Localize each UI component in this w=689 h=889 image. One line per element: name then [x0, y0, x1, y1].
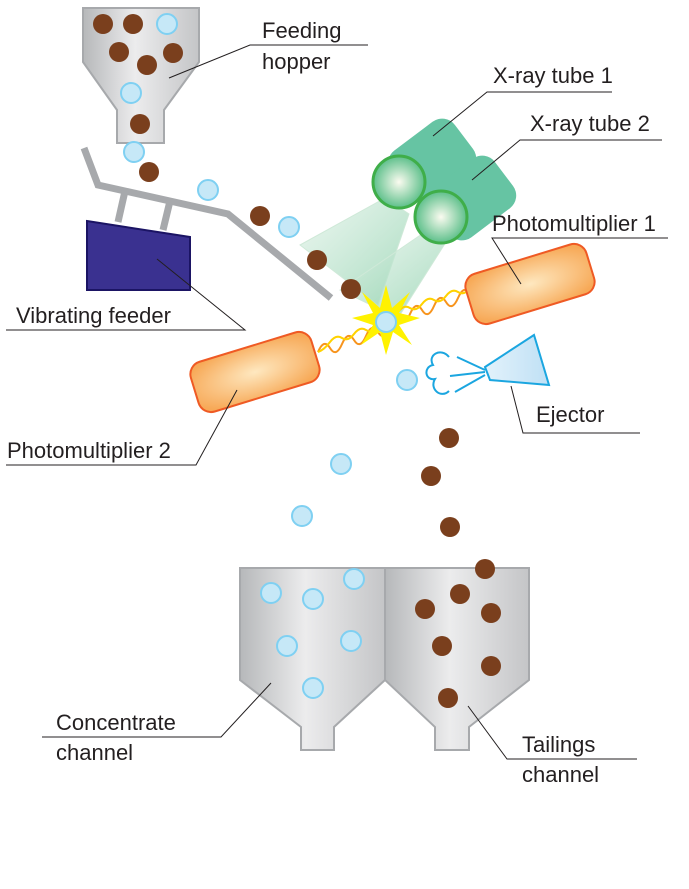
mineral-particle: [340, 630, 362, 652]
label-vibrating-feeder: Vibrating feeder: [16, 303, 171, 328]
ore-particle: [250, 206, 270, 226]
particles: [93, 13, 501, 708]
ore-particle: [415, 599, 435, 619]
label-tailings-channel-line2: channel: [522, 762, 599, 787]
leader-lines: [6, 44, 668, 760]
mineral-particle: [276, 635, 298, 657]
ore-particle: [475, 559, 495, 579]
mineral-particle: [197, 179, 219, 201]
mineral-particle: [396, 369, 418, 391]
ore-particle: [109, 42, 129, 62]
mineral-particle: [330, 453, 352, 475]
ore-particle: [450, 584, 470, 604]
label-xray-tube-2: X-ray tube 2: [530, 111, 650, 136]
mineral-particle: [291, 505, 313, 527]
label-ejector: Ejector: [536, 402, 604, 427]
mineral-particle: [302, 677, 324, 699]
ore-particle: [421, 466, 441, 486]
ore-particle: [139, 162, 159, 182]
label-tailings-channel-line1: Tailings: [522, 732, 595, 757]
photomultiplier-2: [189, 330, 321, 414]
label-concentrate-channel-line1: Concentrate: [56, 710, 176, 735]
label-concentrate-channel-line2: channel: [56, 740, 133, 765]
vibrating-feeder-chute: [80, 146, 334, 301]
ore-particle: [440, 517, 460, 537]
mineral-particle: [375, 311, 397, 333]
ejector: [425, 333, 551, 395]
ore-particle: [130, 114, 150, 134]
ore-particle: [123, 14, 143, 34]
ore-particle: [137, 55, 157, 75]
mineral-particle: [302, 588, 324, 610]
ore-particle: [341, 279, 361, 299]
ore-particle: [438, 688, 458, 708]
mineral-particle: [120, 82, 142, 104]
feeding-hopper: [82, 7, 200, 144]
label-feeding-hopper-line2: hopper: [262, 49, 331, 74]
ore-particle: [439, 428, 459, 448]
ore-particle: [481, 603, 501, 623]
photomultiplier-1: [464, 242, 596, 326]
vibrating-feeder-body: [86, 219, 191, 291]
label-xray-tube-1: X-ray tube 1: [493, 63, 613, 88]
label-photomultiplier-2: Photomultiplier 2: [7, 438, 171, 463]
label-feeding-hopper-line1: Feeding: [262, 18, 342, 43]
ore-particle: [432, 636, 452, 656]
ore-particle: [307, 250, 327, 270]
ore-particle: [163, 43, 183, 63]
mineral-particle: [278, 216, 300, 238]
ore-particle: [93, 14, 113, 34]
mineral-particle: [343, 568, 365, 590]
ore-particle: [481, 656, 501, 676]
mineral-particle: [156, 13, 178, 35]
xray-tube-2: [413, 155, 517, 245]
label-photomultiplier-1: Photomultiplier 1: [492, 211, 656, 236]
mineral-particle: [260, 582, 282, 604]
mineral-particle: [123, 141, 145, 163]
